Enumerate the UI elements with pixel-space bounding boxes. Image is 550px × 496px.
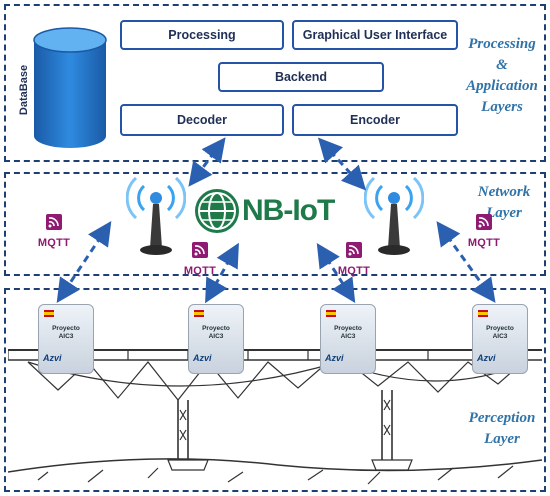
mqtt-icon: [476, 214, 492, 230]
spain-flag-icon: [478, 310, 488, 317]
device-project-line2: AIC3: [208, 333, 224, 340]
nbiot-wordmark: NB-IoT: [242, 194, 335, 227]
backend-block: Backend: [218, 62, 384, 92]
sensor-device: Proyecto AIC3 Azvi: [38, 304, 94, 374]
sensor-device: Proyecto AIC3 Azvi: [472, 304, 528, 374]
mqtt-label: MQTT: [337, 265, 371, 277]
perception-label-line2: Layer: [484, 431, 520, 447]
mqtt-icon: [192, 242, 208, 258]
nbiot-logo: NB-IoT: [192, 186, 348, 236]
device-project-line1: Proyecto: [52, 325, 80, 332]
encoder-block: Encoder: [292, 104, 458, 136]
application-label-line2: &: [496, 57, 508, 73]
application-label-line4: Layers: [481, 99, 523, 115]
network-layer-frame: [4, 172, 546, 276]
antenna-icon: [364, 176, 424, 255]
device-project-line1: Proyecto: [486, 325, 514, 332]
network-label-line2: Layer: [486, 205, 522, 221]
database-icon: [33, 27, 107, 148]
decoder-block: Decoder: [120, 104, 284, 136]
mqtt-badge: MQTT: [330, 242, 378, 277]
device-brand: Azvi: [43, 353, 62, 363]
network-layer-label: Network Layer: [464, 182, 544, 224]
mqtt-icon: [46, 214, 62, 230]
device-project-line2: AIC3: [492, 333, 508, 340]
device-project-line1: Proyecto: [334, 325, 362, 332]
device-brand: Azvi: [477, 353, 496, 363]
antenna-icon: [126, 176, 186, 255]
gui-block: Graphical User Interface: [292, 20, 458, 50]
spain-flag-icon: [326, 310, 336, 317]
application-label-line3: Application: [466, 78, 538, 94]
mqtt-icon: [346, 242, 362, 258]
application-layer-frame: [4, 4, 546, 162]
mqtt-label: MQTT: [467, 237, 501, 249]
database-label: DataBase: [18, 64, 30, 116]
device-brand: Azvi: [193, 353, 212, 363]
network-label-line1: Network: [477, 184, 531, 200]
mqtt-badge: MQTT: [30, 214, 78, 249]
sensor-device: Proyecto AIC3 Azvi: [320, 304, 376, 374]
mqtt-badge: MQTT: [176, 242, 224, 277]
device-project-line1: Proyecto: [202, 325, 230, 332]
globe-icon: [195, 189, 239, 233]
device-project-line2: AIC3: [58, 333, 74, 340]
perception-layer-frame: [4, 288, 546, 492]
device-brand: Azvi: [325, 353, 344, 363]
perception-label-line1: Perception: [468, 410, 536, 426]
perception-layer-label: Perception Layer: [460, 408, 544, 450]
sensor-device: Proyecto AIC3 Azvi: [188, 304, 244, 374]
spain-flag-icon: [194, 310, 204, 317]
application-label-line1: Processing: [468, 36, 536, 52]
spain-flag-icon: [44, 310, 54, 317]
mqtt-label: MQTT: [183, 265, 217, 277]
application-layer-label: Processing & Application Layers: [460, 34, 544, 118]
processing-block: Processing: [120, 20, 284, 50]
mqtt-badge: MQTT: [460, 214, 508, 249]
mqtt-label: MQTT: [37, 237, 71, 249]
device-project-line2: AIC3: [340, 333, 356, 340]
